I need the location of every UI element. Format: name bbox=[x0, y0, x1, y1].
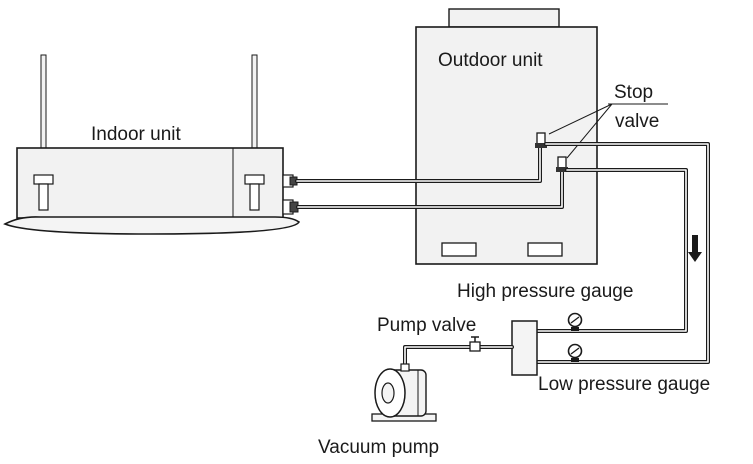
pump-valve-label: Pump valve bbox=[377, 315, 476, 336]
down-arrow-icon bbox=[688, 235, 702, 262]
outdoor-unit-label: Outdoor unit bbox=[438, 50, 543, 71]
refrigerant-pipe-upper bbox=[295, 143, 542, 183]
stop-valve-lower bbox=[556, 156, 568, 172]
low-pressure-gauge-icon bbox=[567, 343, 583, 362]
vacuum-pump bbox=[371, 363, 437, 422]
indoor-unit-label: Indoor unit bbox=[91, 124, 182, 145]
stop-valve-leader-lines bbox=[548, 103, 613, 159]
vacuum-pump-label: Vacuum pump bbox=[318, 437, 439, 458]
service-hose-outer bbox=[534, 142, 710, 364]
refrigerant-pipe-lower bbox=[296, 164, 564, 209]
gauge-manifold bbox=[511, 320, 538, 376]
low-pressure-gauge-label: Low pressure gauge bbox=[538, 374, 710, 395]
pump-valve-icon bbox=[469, 336, 481, 352]
stop-valve-upper bbox=[535, 132, 547, 148]
high-pressure-gauge-icon bbox=[567, 312, 583, 331]
stop-valve-label-line2: valve bbox=[615, 111, 659, 132]
stop-valve-label-line1: Stop bbox=[614, 82, 653, 103]
high-pressure-gauge-label: High pressure gauge bbox=[457, 281, 633, 302]
pump-hose bbox=[403, 345, 514, 370]
outdoor-unit bbox=[415, 8, 598, 265]
service-hose-inner bbox=[534, 168, 688, 333]
indoor-unit bbox=[3, 54, 301, 235]
